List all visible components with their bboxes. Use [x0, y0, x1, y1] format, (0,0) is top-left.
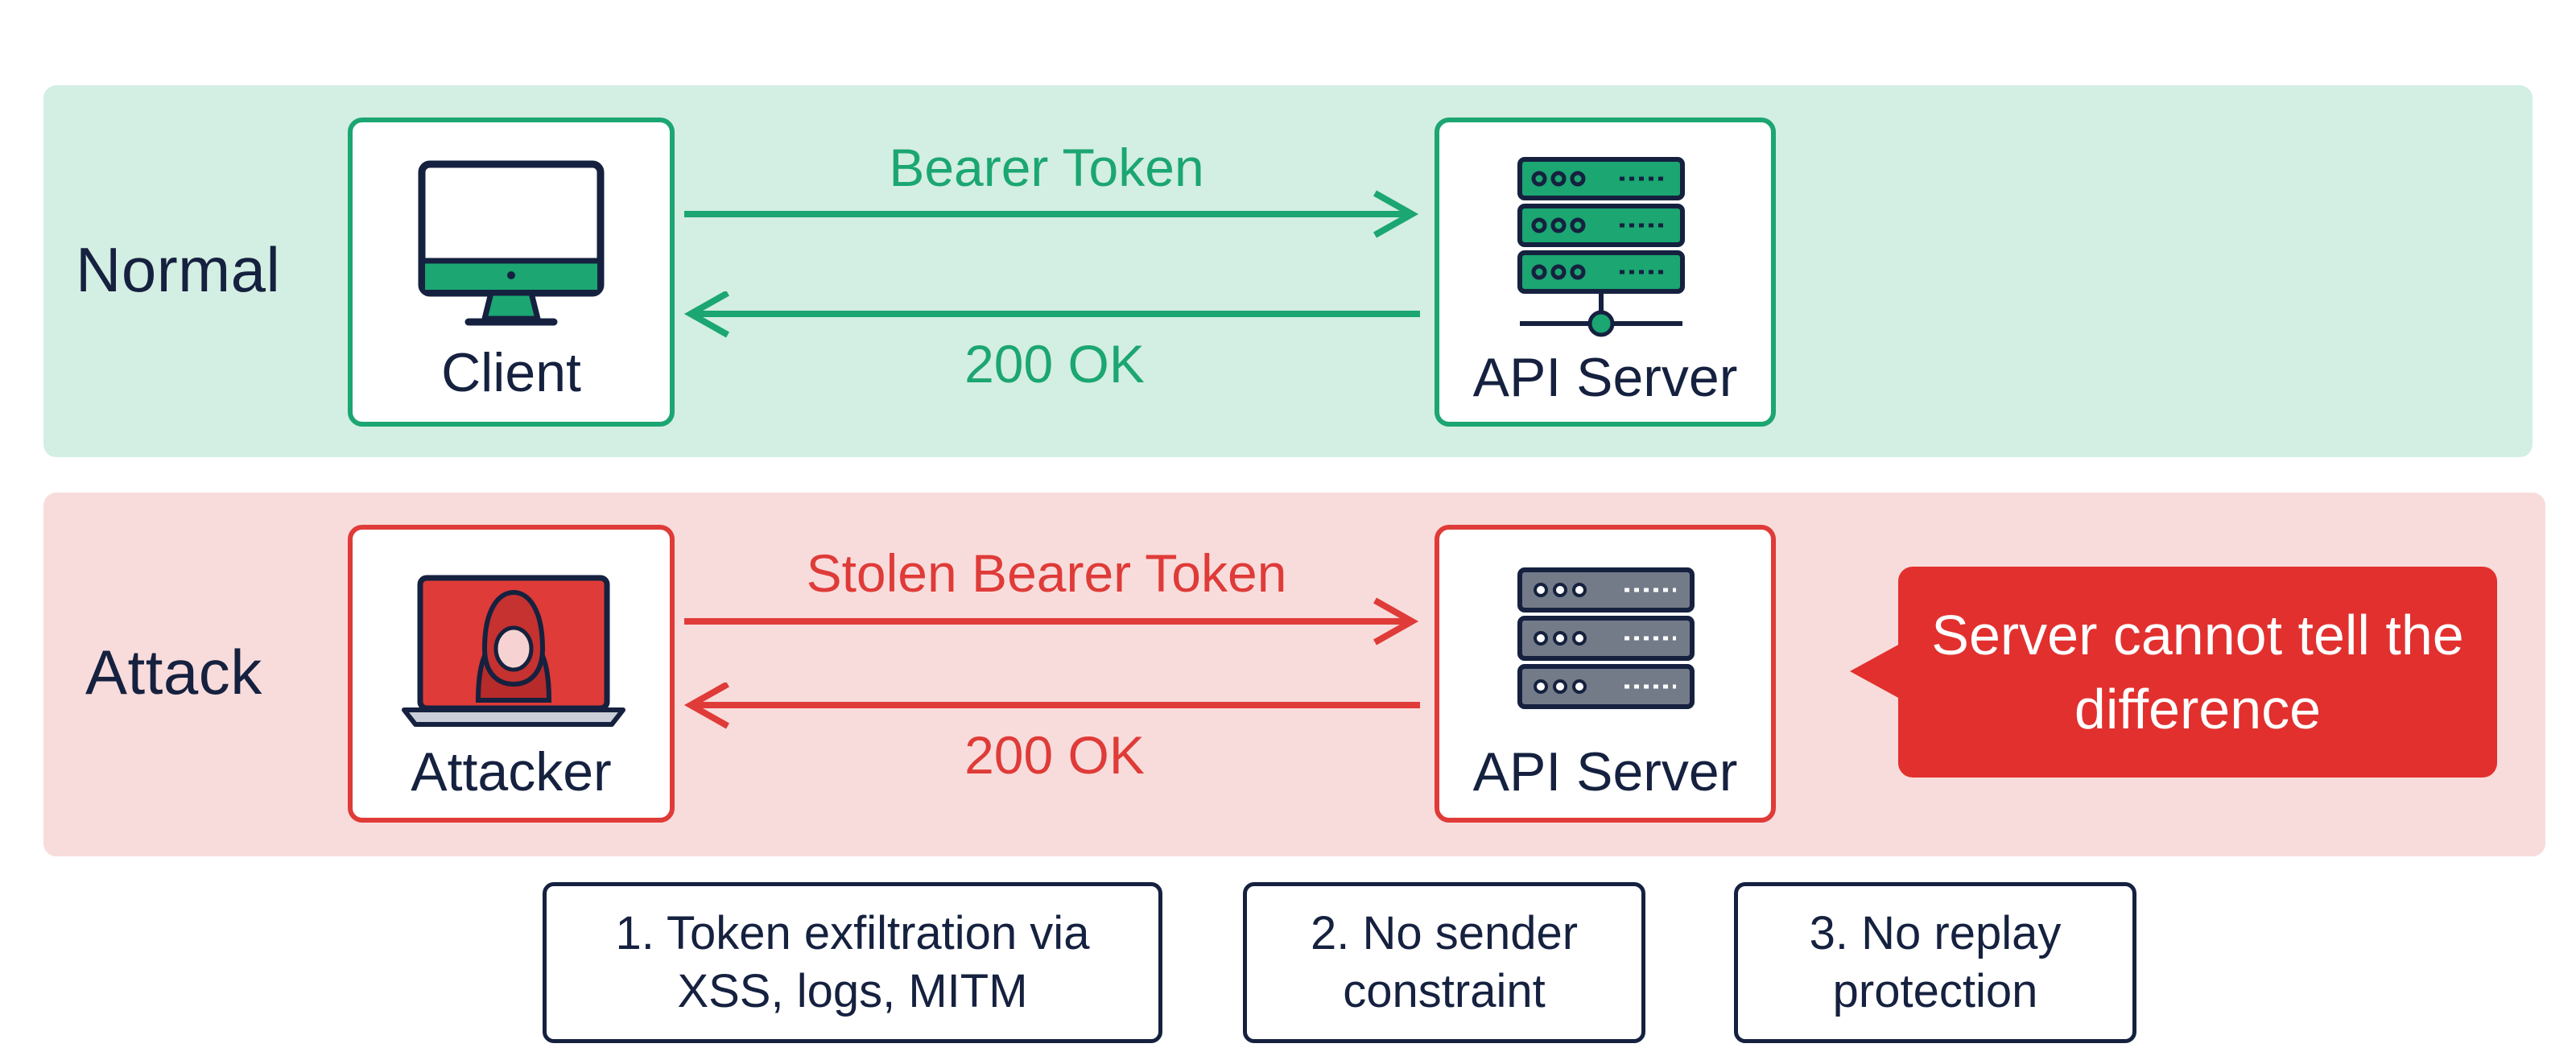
attack-response-arrow — [683, 683, 1420, 729]
attack-ok-response-label: 200 OK — [964, 725, 1145, 785]
note-no-replay-protection: 3. No replay protection — [1734, 882, 2136, 1043]
attacker-label: Attacker — [411, 741, 612, 802]
server-rack-icon — [1517, 157, 1685, 337]
attack-row-label: Attack — [85, 637, 262, 707]
note-token-exfiltration: 1. Token exfiltration via XSS, logs, MIT… — [543, 882, 1162, 1043]
attacker-box: Attacker — [348, 525, 675, 823]
callout-pointer — [1850, 644, 1900, 699]
attack-api-server-label: API Server — [1472, 741, 1738, 802]
hooded-hacker-laptop-icon — [402, 575, 625, 727]
server-rack-icon — [1517, 567, 1695, 709]
attack-api-server-box: API Server — [1435, 525, 1776, 823]
client-label: Client — [441, 342, 581, 403]
api-server-label: API Server — [1472, 347, 1738, 408]
response-arrow — [683, 291, 1420, 338]
api-server-box: API Server — [1435, 118, 1776, 427]
monitor-icon — [418, 160, 605, 326]
bearer-token-label: Bearer Token — [889, 138, 1204, 197]
stolen-token-label: Stolen Bearer Token — [806, 543, 1287, 603]
request-arrow — [684, 190, 1419, 238]
ok-response-label: 200 OK — [964, 334, 1145, 394]
note-no-sender-constraint: 2. No sender constraint — [1243, 882, 1645, 1043]
normal-row-label: Normal — [76, 234, 281, 305]
client-box: Client — [348, 118, 675, 427]
stolen-request-arrow — [684, 597, 1419, 646]
warning-callout: Server cannot tell the difference — [1898, 567, 2497, 778]
